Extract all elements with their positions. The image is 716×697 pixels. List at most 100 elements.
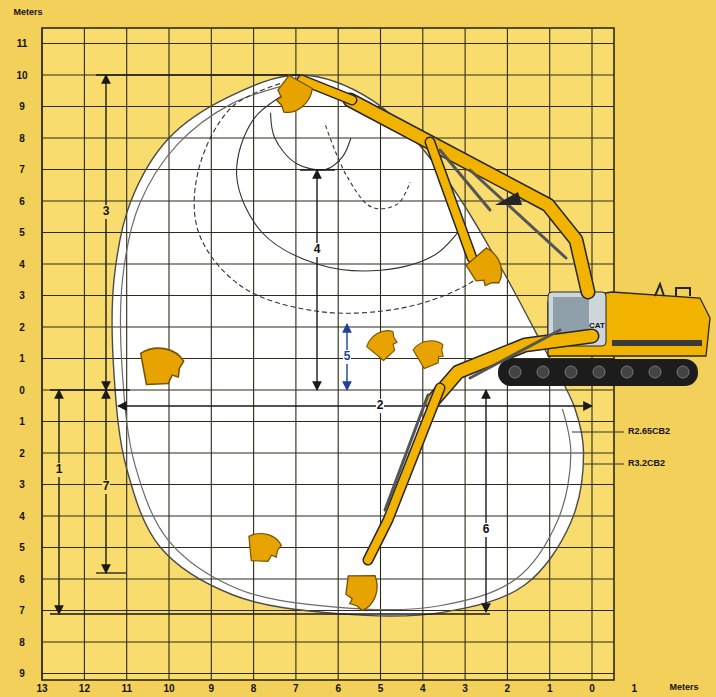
- axis-title: Meters: [12, 8, 43, 18]
- exhaust: [655, 284, 690, 296]
- envelope: [112, 75, 624, 616]
- arm: [350, 100, 588, 292]
- dimension-line: [316, 170, 317, 390]
- grid-line: [42, 515, 614, 516]
- curve-label: R2.65CB2: [627, 427, 671, 437]
- axis-number: 7: [292, 683, 300, 694]
- arm: [368, 388, 440, 560]
- grid-line: [42, 578, 614, 579]
- grid-line: [42, 295, 614, 296]
- boom-detail: [495, 192, 522, 205]
- callout-number: 2: [376, 399, 385, 412]
- hydraulic-cylinder: [470, 330, 560, 378]
- callout-number: 7: [102, 480, 111, 493]
- leader-line: [572, 432, 624, 433]
- bucket: [364, 324, 402, 363]
- arm: [432, 336, 592, 402]
- axis-number: 3: [18, 290, 26, 301]
- track: [498, 359, 698, 386]
- grid-line: [295, 28, 296, 680]
- reach-loop: [326, 125, 411, 208]
- axis-number: 2: [18, 322, 26, 333]
- arm-outline: [432, 336, 592, 402]
- bucket: [136, 340, 189, 391]
- extension-line: [300, 169, 335, 170]
- axis-number: 12: [78, 683, 91, 694]
- axis-number: 13: [36, 683, 49, 694]
- axis-number: 6: [334, 683, 342, 694]
- dimension-line: [105, 75, 106, 390]
- grid-line: [253, 28, 254, 680]
- axis-number: 8: [250, 683, 258, 694]
- axis-number: 10: [162, 683, 175, 694]
- grid-line: [42, 74, 614, 75]
- track-roller: [537, 366, 549, 378]
- callout-number: 6: [482, 523, 491, 536]
- axis-number: 2: [18, 448, 26, 459]
- axis-number: 9: [208, 683, 216, 694]
- leader-line: [584, 464, 624, 465]
- axis-number: 7: [18, 605, 26, 616]
- axis-number: 5: [377, 683, 385, 694]
- axis-number: 5: [18, 542, 26, 553]
- axis-number: 1: [18, 353, 26, 364]
- axis-number: 5: [18, 227, 26, 238]
- excavator: [136, 73, 710, 612]
- grid-line: [338, 28, 339, 680]
- dimension-line: [118, 405, 592, 406]
- hydraulic-cylinder: [440, 150, 490, 210]
- grid-line: [42, 610, 614, 611]
- dimension-line: [485, 390, 486, 612]
- grid-line: [84, 28, 85, 680]
- track-roller: [677, 366, 689, 378]
- dimension-line: [58, 390, 59, 614]
- grid-line: [42, 484, 614, 485]
- curve-label: R3.2CB2: [627, 459, 666, 469]
- extension-line: [50, 389, 130, 390]
- axis-number: 6: [18, 574, 26, 585]
- grid-frame: [42, 28, 614, 680]
- axis-number: 10: [15, 70, 28, 81]
- grid-line: [42, 673, 614, 674]
- axis-title: Meters: [668, 683, 699, 693]
- grid-line: [42, 358, 614, 359]
- extension-line: [50, 613, 490, 614]
- arm-outline: [430, 142, 472, 258]
- grid-line: [42, 263, 614, 264]
- grid-line: [42, 547, 614, 548]
- arm-outline: [368, 388, 440, 560]
- reach-loop: [237, 88, 466, 271]
- callout-number: 4: [313, 243, 322, 256]
- grid-line: [42, 106, 614, 107]
- axis-number: 1: [546, 683, 554, 694]
- envelope-curve: [120, 81, 570, 609]
- axis-number: 6: [18, 196, 26, 207]
- axis-number: 3: [18, 479, 26, 490]
- track-roller: [565, 366, 577, 378]
- bucket: [463, 245, 512, 293]
- grid-line: [42, 389, 614, 390]
- dimension-lines: [50, 75, 592, 614]
- axis-number: 8: [18, 637, 26, 648]
- grid-line: [211, 28, 212, 680]
- axis-number: 4: [18, 511, 26, 522]
- arm-outline: [350, 100, 588, 292]
- axis-number: 7: [18, 164, 26, 175]
- grid-line: [42, 232, 614, 233]
- axis-number: 2: [504, 683, 512, 694]
- track-roller: [593, 366, 605, 378]
- axis-number: 0: [588, 683, 596, 694]
- axis-number: 4: [18, 259, 26, 270]
- grid-line: [465, 28, 466, 680]
- axis-number: 4: [419, 683, 427, 694]
- axis-number: 1: [18, 416, 26, 427]
- track-roller: [649, 366, 661, 378]
- axis-number: 1: [631, 683, 639, 694]
- house: [548, 292, 710, 356]
- grid-line: [42, 641, 614, 642]
- grid-line: [42, 421, 614, 422]
- bucket: [343, 571, 381, 612]
- grid-line: [42, 452, 614, 453]
- extension-line: [96, 572, 126, 573]
